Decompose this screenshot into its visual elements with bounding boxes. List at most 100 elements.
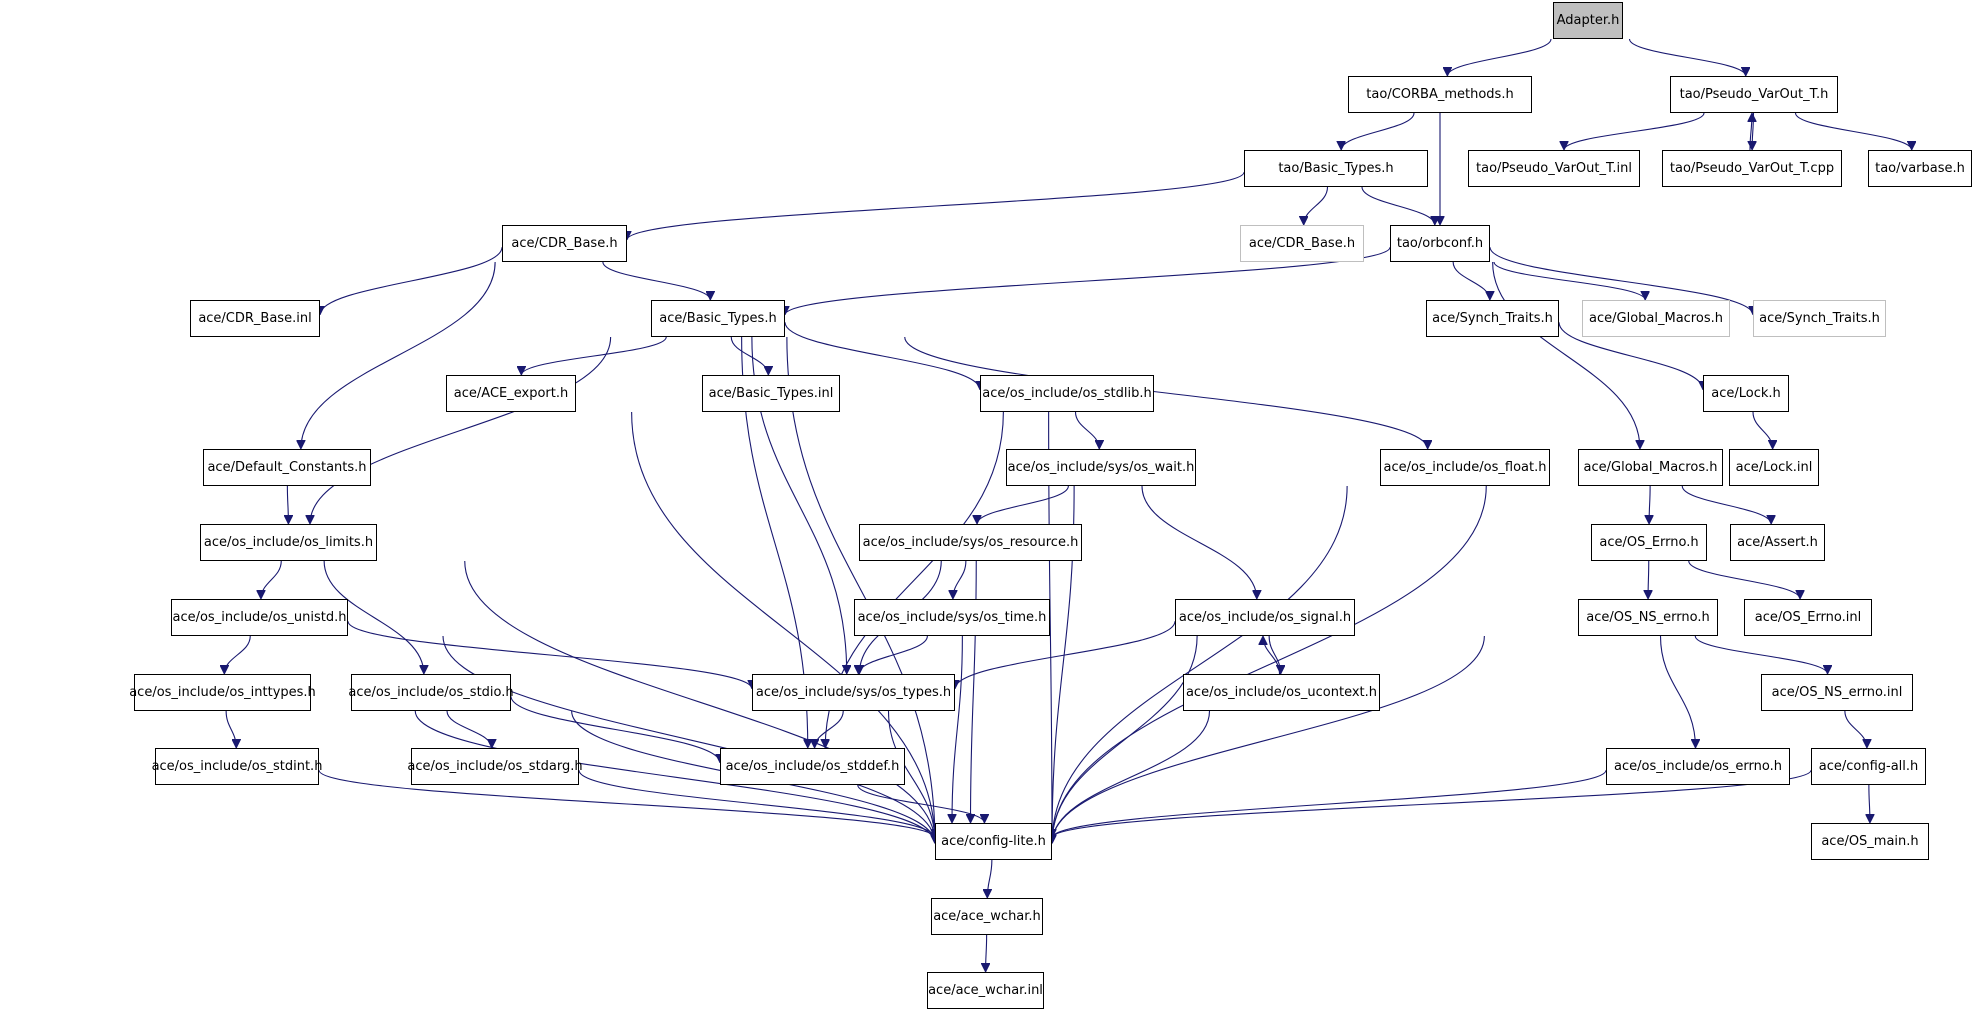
node-label: tao/varbase.h xyxy=(1875,161,1965,176)
node-os-errno[interactable]: ace/os_include/os_errno.h xyxy=(1606,748,1790,785)
edge-adapter-to-tao-pseudo-varout-h xyxy=(1628,38,1746,77)
node-label: ace/os_include/sys/os_wait.h xyxy=(1007,460,1195,475)
node-label: tao/Pseudo_VarOut_T.h xyxy=(1679,87,1829,102)
edge-os-stdio-to-os-stdarg xyxy=(446,710,492,749)
node-ace-os-ns-errno[interactable]: ace/OS_NS_errno.h xyxy=(1578,599,1718,636)
node-os-unistd[interactable]: ace/os_include/os_unistd.h xyxy=(171,599,348,636)
node-ace-cdr-base[interactable]: ace/CDR_Base.h xyxy=(502,225,627,262)
edge-ace-os-ns-errno-to-os-errno xyxy=(1659,635,1696,748)
node-ace-config-lite[interactable]: ace/config-lite.h xyxy=(935,823,1052,860)
node-label: ace/os_include/sys/os_time.h xyxy=(857,610,1047,625)
node-label: tao/Basic_Types.h xyxy=(1278,161,1394,176)
edge-ace-os-ns-errno-to-ace-config-lite xyxy=(1052,635,1485,843)
edge-ace-basic-types-to-ace-basic-types-inl xyxy=(730,336,768,376)
node-ace-synch-traits[interactable]: ace/Synch_Traits.h xyxy=(1426,300,1559,337)
node-label: tao/orbconf.h xyxy=(1396,236,1484,251)
edge-os-stddef-to-ace-config-lite xyxy=(857,784,985,824)
edge-ace-cdr-base-to-ace-cdr-base-inl xyxy=(320,247,503,315)
node-ace-basic-types-inl[interactable]: ace/Basic_Types.inl xyxy=(702,375,840,412)
node-tao-pseudo-varout-inl[interactable]: tao/Pseudo_VarOut_T.inl xyxy=(1468,150,1640,187)
node-ace-lock[interactable]: ace/Lock.h xyxy=(1703,375,1789,412)
node-os-time[interactable]: ace/os_include/sys/os_time.h xyxy=(854,599,1050,636)
node-tao-orbconf[interactable]: tao/orbconf.h xyxy=(1390,225,1490,262)
node-ace-ace-wchar[interactable]: ace/ace_wchar.h xyxy=(931,898,1043,935)
node-ace-ace-export[interactable]: ace/ACE_export.h xyxy=(446,375,576,412)
node-os-signal[interactable]: ace/os_include/os_signal.h xyxy=(1175,599,1355,636)
edge-os-resource-to-os-time xyxy=(953,560,967,599)
node-tao-corba-methods[interactable]: tao/CORBA_methods.h xyxy=(1348,76,1532,113)
node-ace-default-constants[interactable]: ace/Default_Constants.h xyxy=(203,449,371,486)
edge-ace-os-ns-errno-to-ace-os-ns-errno-inl xyxy=(1694,635,1827,675)
node-label: ace/Assert.h xyxy=(1737,535,1818,550)
edge-ace-cdr-base-to-ace-basic-types xyxy=(602,261,710,301)
node-tao-pseudo-varout-h[interactable]: tao/Pseudo_VarOut_T.h xyxy=(1670,76,1838,113)
node-label: ace/os_include/os_stddef.h xyxy=(725,759,900,774)
edge-os-stdio-to-os-stddef xyxy=(510,696,720,763)
node-os-stdlib[interactable]: ace/os_include/os_stdlib.h xyxy=(980,375,1154,412)
edge-tao-orbconf-to-ace-synch-traits xyxy=(1452,261,1490,301)
node-os-ucontext[interactable]: ace/os_include/os_ucontext.h xyxy=(1183,674,1380,711)
node-label: ace/Lock.inl xyxy=(1735,460,1813,475)
node-ace-config-all[interactable]: ace/config-all.h xyxy=(1811,748,1926,785)
edge-os-ucontext-to-ace-config-lite xyxy=(1052,710,1211,843)
node-ace-global-macros-ghost[interactable]: ace/Global_Macros.h xyxy=(1582,300,1730,337)
node-ace-cdr-base-ghost[interactable]: ace/CDR_Base.h xyxy=(1240,225,1364,262)
node-ace-lock-inl[interactable]: ace/Lock.inl xyxy=(1729,449,1819,486)
node-label: tao/Pseudo_VarOut_T.inl xyxy=(1476,161,1632,176)
edge-os-ucontext-to-os-signal xyxy=(1263,635,1281,675)
edge-tao-basic-types-to-tao-orbconf xyxy=(1361,186,1435,226)
node-label: ace/Global_Macros.h xyxy=(1589,311,1723,326)
node-os-stdint[interactable]: ace/os_include/os_stdint.h xyxy=(152,748,322,785)
node-os-types[interactable]: ace/os_include/sys/os_types.h xyxy=(752,674,955,711)
node-os-inttypes[interactable]: ace/os_include/os_inttypes.h xyxy=(129,674,316,711)
edge-os-types-to-os-stddef xyxy=(815,710,844,749)
edge-os-unistd-to-os-inttypes xyxy=(224,635,251,675)
node-ace-os-ns-errno-inl[interactable]: ace/OS_NS_errno.inl xyxy=(1761,674,1913,711)
edge-tao-pseudo-varout-h-to-tao-varbase xyxy=(1794,112,1912,151)
node-ace-synch-traits-ghost[interactable]: ace/Synch_Traits.h xyxy=(1753,300,1886,337)
node-tao-pseudo-varout-cpp[interactable]: tao/Pseudo_VarOut_T.cpp xyxy=(1662,150,1842,187)
node-label: ace/CDR_Base.h xyxy=(1248,236,1356,251)
node-label: ace/config-lite.h xyxy=(941,834,1046,849)
edge-os-errno-to-ace-config-lite xyxy=(1052,769,1607,839)
node-os-limits[interactable]: ace/os_include/os_limits.h xyxy=(200,524,377,561)
node-label: ace/os_include/os_inttypes.h xyxy=(129,685,316,700)
node-os-float[interactable]: ace/os_include/os_float.h xyxy=(1380,449,1550,486)
edge-tao-orbconf-to-ace-synch-traits-ghost xyxy=(1489,247,1753,315)
node-label: ace/ace_wchar.inl xyxy=(928,983,1043,998)
node-os-wait[interactable]: ace/os_include/sys/os_wait.h xyxy=(1006,449,1196,486)
node-label: tao/Pseudo_VarOut_T.cpp xyxy=(1669,161,1835,176)
edge-ace-os-ns-errno-inl-to-ace-config-all xyxy=(1844,710,1867,749)
node-tao-basic-types[interactable]: tao/Basic_Types.h xyxy=(1244,150,1428,187)
edge-os-signal-to-os-ucontext xyxy=(1268,635,1281,674)
node-os-resource[interactable]: ace/os_include/sys/os_resource.h xyxy=(859,524,1082,561)
node-ace-ace-wchar-inl[interactable]: ace/ace_wchar.inl xyxy=(927,972,1044,1009)
edge-os-inttypes-to-ace-config-lite xyxy=(414,710,935,843)
edge-os-signal-to-ace-config-lite xyxy=(1052,635,1198,843)
node-os-stddef[interactable]: ace/os_include/os_stddef.h xyxy=(720,748,905,785)
edge-ace-cdr-base-to-ace-default-constants xyxy=(301,261,496,449)
node-os-stdio[interactable]: ace/os_include/os_stdio.h xyxy=(348,674,514,711)
node-label: ace/Lock.h xyxy=(1711,386,1781,401)
edge-os-limits-to-os-stdio xyxy=(323,560,424,674)
edge-ace-lock-to-ace-lock-inl xyxy=(1752,411,1773,450)
node-label: ace/os_include/sys/os_types.h xyxy=(755,685,952,700)
node-label: ace/OS_Errno.inl xyxy=(1754,610,1862,625)
node-label: ace/OS_Errno.h xyxy=(1599,535,1699,550)
node-label: ace/os_include/os_unistd.h xyxy=(172,610,347,625)
node-tao-varbase[interactable]: tao/varbase.h xyxy=(1868,150,1972,187)
edge-ace-synch-traits-to-ace-lock xyxy=(1558,322,1703,390)
node-os-stdarg[interactable]: ace/os_include/os_stdarg.h xyxy=(407,748,583,785)
node-ace-os-errno[interactable]: ace/OS_Errno.h xyxy=(1591,524,1707,561)
node-ace-assert[interactable]: ace/Assert.h xyxy=(1730,524,1825,561)
node-label: ace/Synch_Traits.h xyxy=(1759,311,1880,326)
node-label: ace/os_include/os_stdarg.h xyxy=(407,759,583,774)
edge-tao-orbconf-to-ace-global-macros-ghost xyxy=(1493,261,1645,301)
node-ace-global-macros[interactable]: ace/Global_Macros.h xyxy=(1578,449,1723,486)
node-ace-os-errno-inl[interactable]: ace/OS_Errno.inl xyxy=(1744,599,1872,636)
node-ace-os-main[interactable]: ace/OS_main.h xyxy=(1811,823,1929,860)
node-label: ace/Global_Macros.h xyxy=(1583,460,1718,475)
node-label: ace/os_include/os_stdint.h xyxy=(151,759,323,774)
node-ace-cdr-base-inl[interactable]: ace/CDR_Base.inl xyxy=(190,300,320,337)
node-ace-basic-types[interactable]: ace/Basic_Types.h xyxy=(651,300,785,337)
